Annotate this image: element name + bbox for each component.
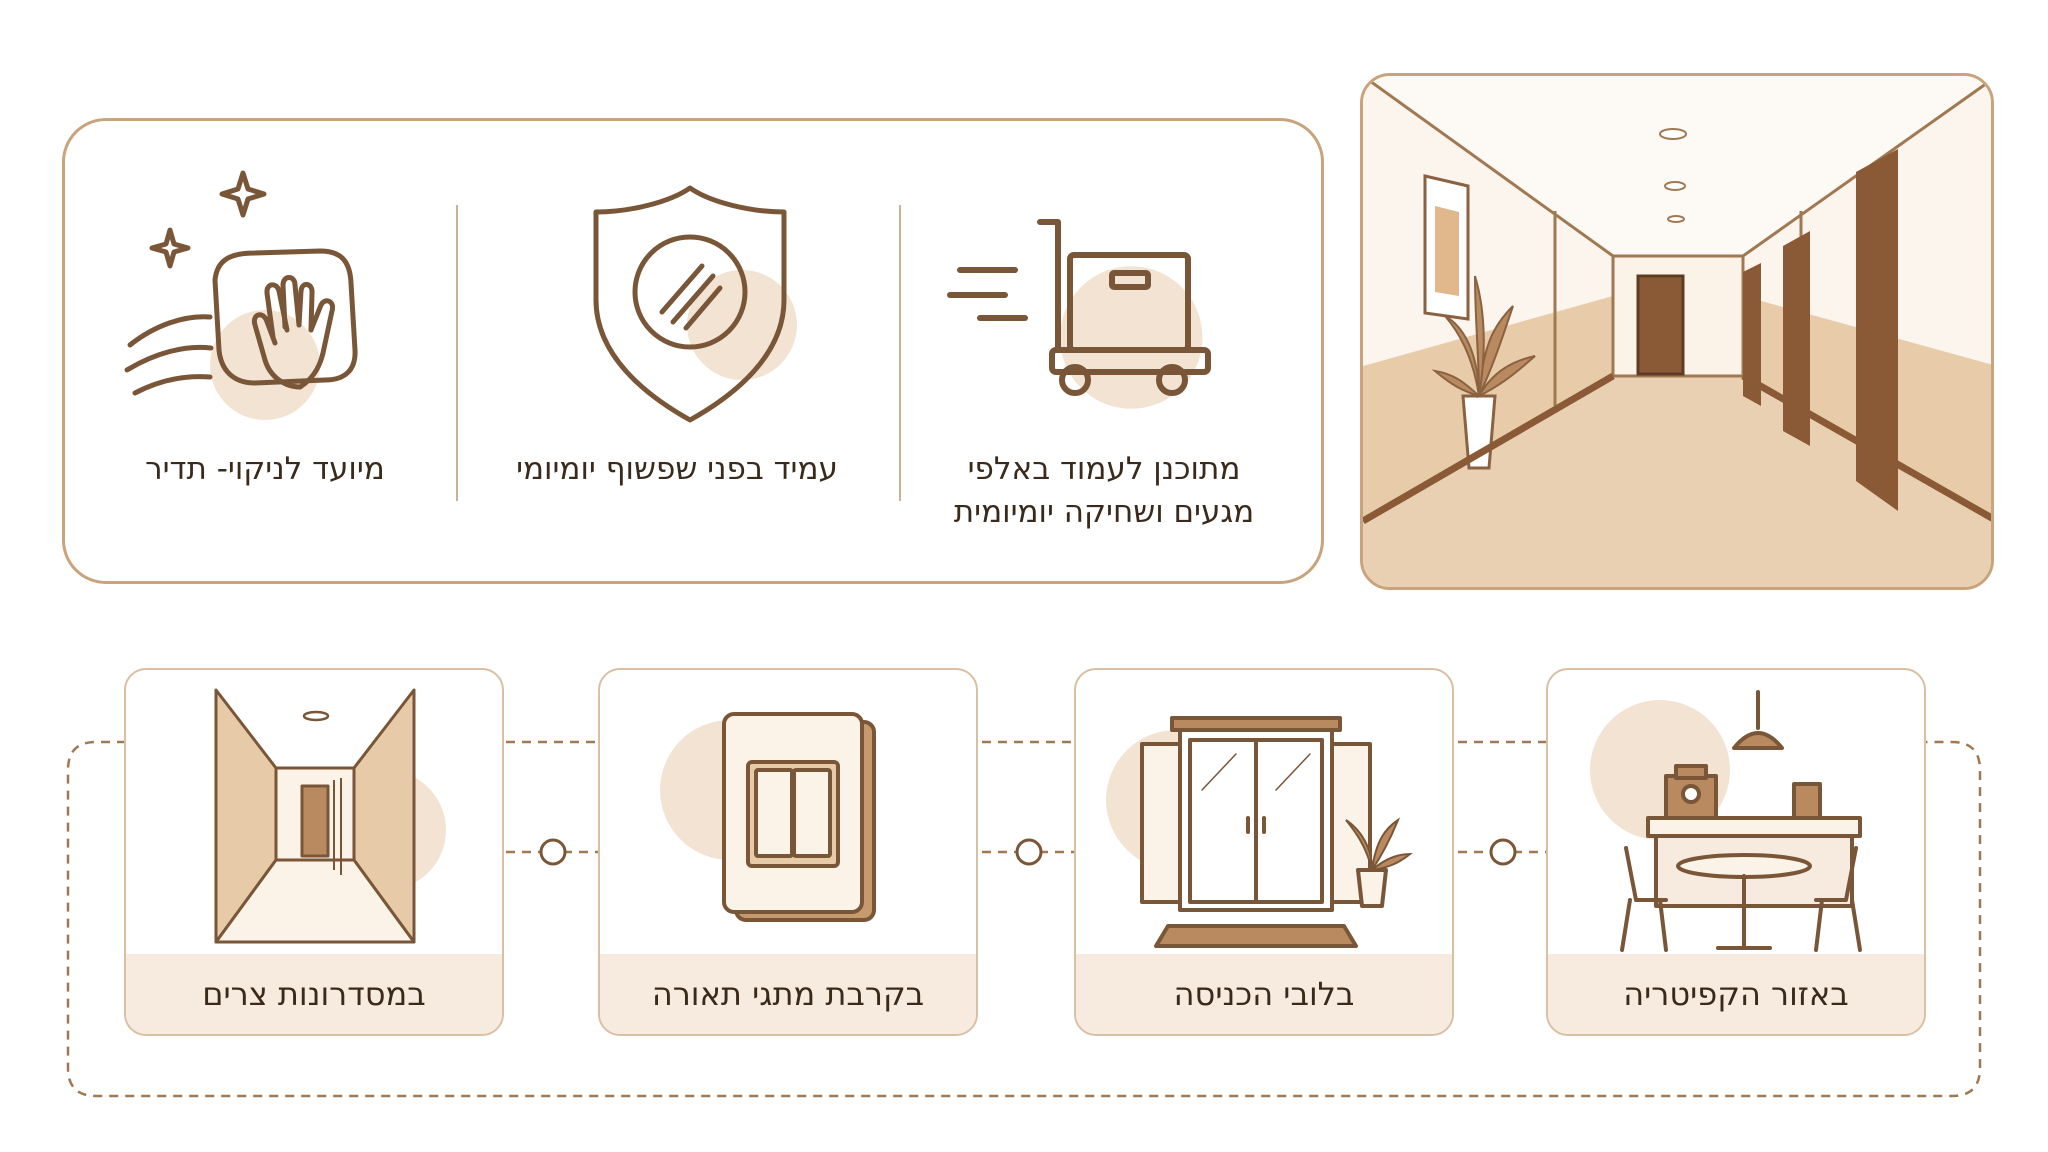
lobby-door-icon (1106, 716, 1413, 948)
location-label-lobby: בלובי הכניסה (1173, 975, 1355, 1013)
location-label-switches: בקרבת מתגי תאורה (651, 975, 925, 1013)
location-label-corridors: במסדרונות צרים (202, 975, 426, 1013)
location-card-corridors: במסדרונות צרים (124, 668, 504, 1036)
feature-label-cleaning: מיועד לניקוי- תדיר (145, 451, 385, 487)
location-card-lobby: בלובי הכניסה (1074, 668, 1454, 1036)
location-card-switches: בקרבת מתגי תאורה (598, 668, 978, 1036)
feature-divider (899, 205, 901, 501)
cafeteria-icon (1590, 690, 1862, 952)
feature-label-durable: מתוכנן לעמוד באלפי מגעים ושחיקה יומיומית (953, 451, 1255, 530)
shield-icon (560, 180, 820, 430)
location-label-cafeteria: באזור הקפיטריה (1623, 975, 1849, 1013)
cart-icon (940, 200, 1240, 430)
light-switch-icon (660, 712, 876, 922)
narrow-corridor-icon (214, 688, 446, 944)
location-card-cafeteria: באזור הקפיטריה (1546, 668, 1926, 1036)
feature-divider (456, 205, 458, 501)
corridor-illustration (1360, 73, 1994, 590)
cleaning-hand-icon (115, 165, 395, 435)
feature-label-washable: עמיד בפני שפשוף יומיומי (516, 451, 838, 487)
